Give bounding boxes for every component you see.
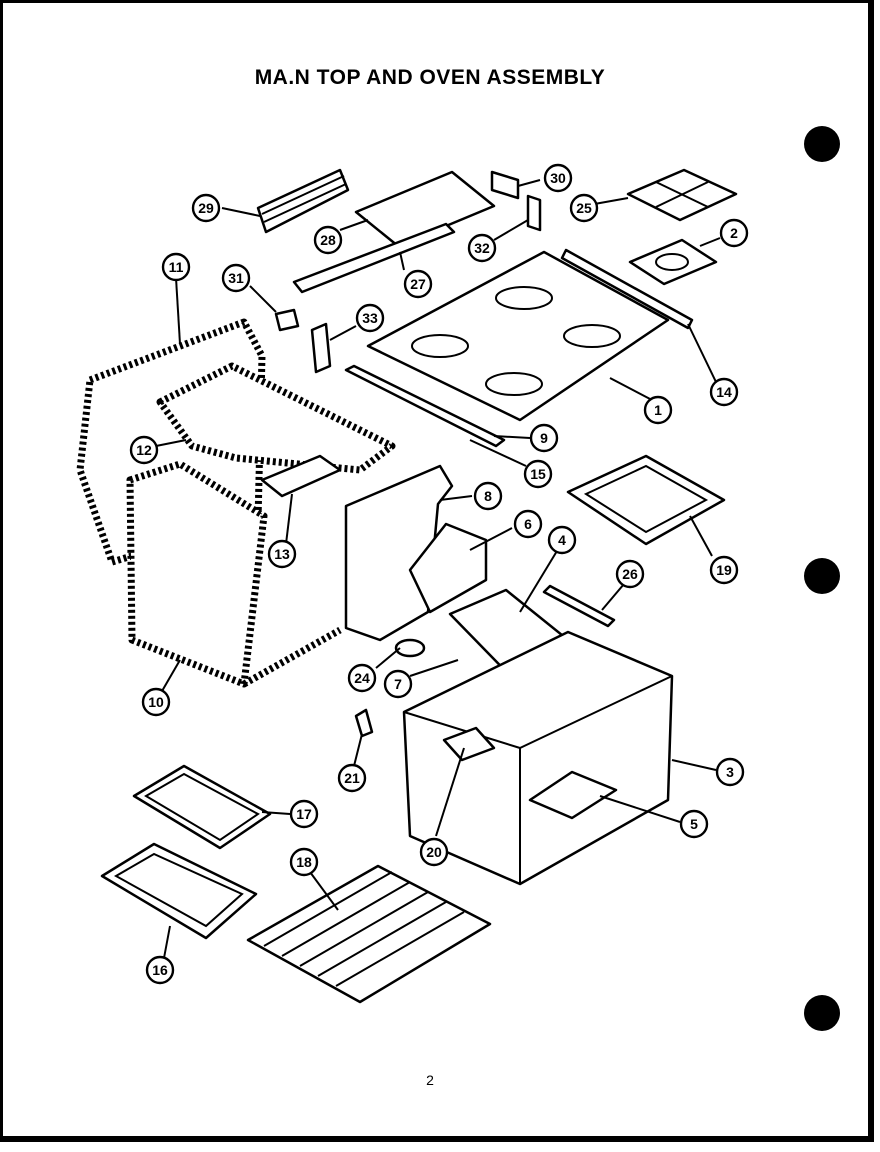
punch-hole-top bbox=[804, 126, 840, 162]
part-17-broiler-grid bbox=[132, 764, 272, 850]
callout-19: 19 bbox=[709, 555, 739, 585]
part-6-duct bbox=[408, 522, 488, 614]
callout-31: 31 bbox=[221, 263, 251, 293]
callout-16: 16 bbox=[145, 955, 175, 985]
callout-33: 33 bbox=[355, 303, 385, 333]
callout-6: 6 bbox=[513, 509, 543, 539]
callout-5: 5 bbox=[679, 809, 709, 839]
callout-27: 27 bbox=[403, 269, 433, 299]
page-bottom-edge bbox=[0, 1136, 874, 1142]
part-15-front-trim bbox=[344, 364, 506, 448]
svg-text:18: 18 bbox=[296, 854, 312, 870]
svg-text:12: 12 bbox=[136, 442, 152, 458]
callout-7: 7 bbox=[383, 669, 413, 699]
callout-18: 18 bbox=[289, 847, 319, 877]
diagram-title: MA.N TOP AND OVEN ASSEMBLY bbox=[254, 66, 606, 89]
leader-lines bbox=[155, 179, 721, 959]
svg-text:25: 25 bbox=[576, 200, 592, 216]
svg-text:32: 32 bbox=[474, 240, 490, 256]
callout-11: 11 bbox=[161, 252, 191, 282]
callout-21: 21 bbox=[337, 763, 367, 793]
callout-14: 14 bbox=[709, 377, 739, 407]
svg-text:19: 19 bbox=[716, 562, 732, 578]
callout-20: 20 bbox=[419, 837, 449, 867]
svg-text:29: 29 bbox=[198, 200, 214, 216]
part-1-main-top bbox=[366, 250, 670, 422]
svg-text:4: 4 bbox=[558, 532, 566, 548]
part-12-insulation bbox=[156, 362, 396, 474]
part-19-window bbox=[566, 454, 726, 546]
svg-text:13: 13 bbox=[274, 546, 290, 562]
svg-text:1: 1 bbox=[654, 402, 662, 418]
part-33-bracket bbox=[310, 322, 332, 374]
callout-8: 8 bbox=[473, 481, 503, 511]
page-number: 2 bbox=[426, 1072, 434, 1088]
part-29-vent-trim bbox=[256, 168, 350, 234]
callout-labels: 1 2 3 4 5 6 7 8 9 10 11 12 13 14 15 16 1… bbox=[129, 163, 749, 985]
callout-28: 28 bbox=[313, 225, 343, 255]
svg-text:5: 5 bbox=[690, 816, 698, 832]
part-13-bracket bbox=[260, 454, 342, 498]
callout-3: 3 bbox=[715, 757, 745, 787]
callout-25: 25 bbox=[569, 193, 599, 223]
svg-text:6: 6 bbox=[524, 516, 532, 532]
callout-2: 2 bbox=[719, 218, 749, 248]
part-24-clip bbox=[394, 638, 426, 658]
svg-text:27: 27 bbox=[410, 276, 426, 292]
svg-text:30: 30 bbox=[550, 170, 566, 186]
callout-12: 12 bbox=[129, 435, 159, 465]
svg-text:17: 17 bbox=[296, 806, 312, 822]
callout-13: 13 bbox=[267, 539, 297, 569]
callout-1: 1 bbox=[643, 395, 673, 425]
callout-26: 26 bbox=[615, 559, 645, 589]
callout-32: 32 bbox=[467, 233, 497, 263]
callout-9: 9 bbox=[529, 423, 559, 453]
svg-text:11: 11 bbox=[169, 259, 184, 275]
svg-text:26: 26 bbox=[622, 566, 638, 582]
svg-text:33: 33 bbox=[362, 310, 378, 326]
svg-text:20: 20 bbox=[426, 844, 442, 860]
punch-hole-middle bbox=[804, 558, 840, 594]
svg-text:21: 21 bbox=[344, 770, 360, 786]
part-18-oven-rack bbox=[246, 864, 492, 1004]
svg-text:7: 7 bbox=[394, 676, 402, 692]
part-30-bracket bbox=[490, 170, 520, 200]
svg-text:3: 3 bbox=[726, 764, 734, 780]
callout-4: 4 bbox=[547, 525, 577, 555]
part-27-rear-rail bbox=[292, 222, 456, 294]
svg-text:10: 10 bbox=[148, 694, 164, 710]
part-31-clip bbox=[274, 308, 300, 332]
parts-artwork bbox=[76, 168, 738, 1004]
svg-text:28: 28 bbox=[320, 232, 336, 248]
svg-text:16: 16 bbox=[152, 962, 168, 978]
svg-text:15: 15 bbox=[530, 466, 546, 482]
svg-text:8: 8 bbox=[484, 488, 492, 504]
part-16-broiler-pan bbox=[100, 842, 258, 940]
part-2-burner-bowl bbox=[628, 238, 718, 286]
punch-hole-bottom bbox=[804, 995, 840, 1031]
part-32-bracket bbox=[526, 194, 542, 232]
callout-29: 29 bbox=[191, 193, 221, 223]
svg-text:2: 2 bbox=[730, 225, 738, 241]
part-20-bracket bbox=[442, 726, 496, 762]
callout-17: 17 bbox=[289, 799, 319, 829]
svg-text:31: 31 bbox=[228, 270, 244, 286]
callout-15: 15 bbox=[523, 459, 553, 489]
part-28-bracket bbox=[354, 170, 496, 248]
part-5-tray bbox=[528, 770, 618, 820]
part-21-clip bbox=[354, 708, 374, 738]
callout-10: 10 bbox=[141, 687, 171, 717]
svg-text:14: 14 bbox=[716, 384, 732, 400]
svg-text:24: 24 bbox=[354, 670, 370, 686]
part-26-strip bbox=[542, 584, 616, 628]
part-10-insulation-blanket bbox=[126, 460, 268, 688]
svg-text:9: 9 bbox=[540, 430, 548, 446]
part-3-oven-liner bbox=[402, 630, 674, 886]
part-14-side-trim bbox=[560, 248, 694, 330]
callout-30: 30 bbox=[543, 163, 573, 193]
callout-24: 24 bbox=[347, 663, 377, 693]
